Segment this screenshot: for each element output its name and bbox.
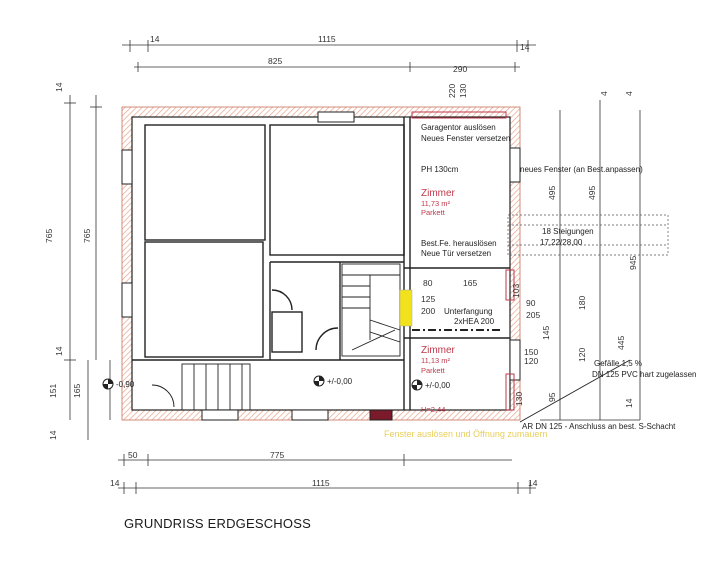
bottom-dimensions <box>118 454 536 494</box>
dim-90: 90 <box>526 298 536 308</box>
dim-top-130: 130 <box>458 84 468 98</box>
dim-left-765-inner: 765 <box>82 229 92 243</box>
dim-left-14-bottom: 14 <box>48 430 58 440</box>
dim-left-151: 151 <box>48 384 58 398</box>
dim-bottom-50: 50 <box>128 450 138 460</box>
windows <box>121 111 521 421</box>
drain-line <box>519 359 631 423</box>
dim-right-445: 445 <box>616 336 626 350</box>
note-steps: 18 Steigungen <box>542 227 594 236</box>
dim-150: 150 <box>524 347 538 357</box>
dim-125: 125 <box>421 294 435 304</box>
dim-right-4a: 4 <box>599 91 609 96</box>
exterior-stair-dashed <box>507 214 669 256</box>
interior-walls <box>132 117 510 410</box>
dim-left-14-top: 14 <box>54 82 64 92</box>
dim-right-180: 180 <box>577 296 587 310</box>
room2-name: Zimmer <box>421 345 456 356</box>
note-unterfangung: Unterfangung <box>444 307 492 316</box>
room1-name: Zimmer <box>421 188 456 199</box>
note-best-1: Best.Fe. herauslösen <box>421 239 497 248</box>
level-right: +/-0,00 <box>425 381 451 390</box>
dim-right-14: 14 <box>624 398 634 408</box>
level-mid: +/-0,00 <box>327 377 353 386</box>
dim-165: 165 <box>463 278 477 288</box>
dim-right-120: 120 <box>577 348 587 362</box>
dim-top-total: 1115 <box>318 34 336 44</box>
note-steps-dim: 17,22/28,00 <box>540 238 583 247</box>
room1-floor: Parkett <box>421 208 446 217</box>
dim-top-right-wall: 14 <box>520 42 530 52</box>
level-marker-right <box>411 379 423 391</box>
dim-top-left-wall: 14 <box>150 34 160 44</box>
top-dimensions <box>122 40 536 72</box>
dim-right-95: 95 <box>547 392 557 402</box>
dim-left-765-outer: 765 <box>44 229 54 243</box>
dim-right-495a: 495 <box>547 186 557 200</box>
drawing-title: GRUNDRISS ERDGESCHOSS <box>124 516 311 531</box>
dim-top-825: 825 <box>268 56 282 66</box>
note-garage-2: Neues Fenster versetzen <box>421 134 510 143</box>
dim-205: 205 <box>526 310 540 320</box>
dim-120: 120 <box>524 356 538 366</box>
demolition-marks <box>411 111 515 411</box>
room2-area: 11,13 m² <box>421 356 451 365</box>
dim-right-4b: 4 <box>624 91 634 96</box>
left-dimensions <box>64 95 111 440</box>
dim-bottom-775: 775 <box>270 450 284 460</box>
note-hea: 2xHEA 200 <box>454 317 495 326</box>
dim-200: 200 <box>421 306 435 316</box>
dim-right-945: 945 <box>628 256 638 270</box>
dim-130: 130 <box>514 392 524 406</box>
room1-area: 11,73 m² <box>421 199 451 208</box>
level-left: -0,90 <box>116 380 135 389</box>
dim-top-220: 220 <box>447 84 457 98</box>
steel-beam-yellow <box>399 289 413 327</box>
note-gefaelle: Gefälle 1,5 % <box>594 359 642 368</box>
right-dimensions <box>540 100 641 421</box>
dim-left-165: 165 <box>72 384 82 398</box>
dim-80: 80 <box>423 278 433 288</box>
dim-bottom-right-14: 14 <box>528 478 538 488</box>
level-marker-left <box>102 378 114 390</box>
note-best-2: Neue Tür versetzen <box>421 249 491 258</box>
dim-top-290: 290 <box>453 64 467 74</box>
level-marker-mid <box>313 375 325 387</box>
dim-right-495b: 495 <box>587 186 597 200</box>
dim-145: 145 <box>541 326 551 340</box>
entry-steps <box>151 363 251 411</box>
note-garage-1: Garagentor auslösen <box>421 123 496 132</box>
dim-103: 103 <box>511 284 521 298</box>
note-height: H=2,44 <box>421 405 445 414</box>
room2-floor: Parkett <box>421 366 446 375</box>
dim-left-14-mid: 14 <box>54 346 64 356</box>
outer-walls <box>121 106 521 421</box>
note-ph: PH 130cm <box>421 165 459 174</box>
note-fenster: Fenster auslösen und Öffnung zumauern <box>384 429 547 439</box>
note-new-window: neues Fenster (an Best.anpassen) <box>520 165 643 174</box>
note-ar-dn: AR DN 125 - Anschluss an best. S-Schacht <box>522 422 676 431</box>
dim-bottom-left-14: 14 <box>110 478 120 488</box>
dim-bottom-1115: 1115 <box>312 478 330 488</box>
note-dn-pvc: DN 125 PVC hart zugelassen <box>592 370 697 379</box>
